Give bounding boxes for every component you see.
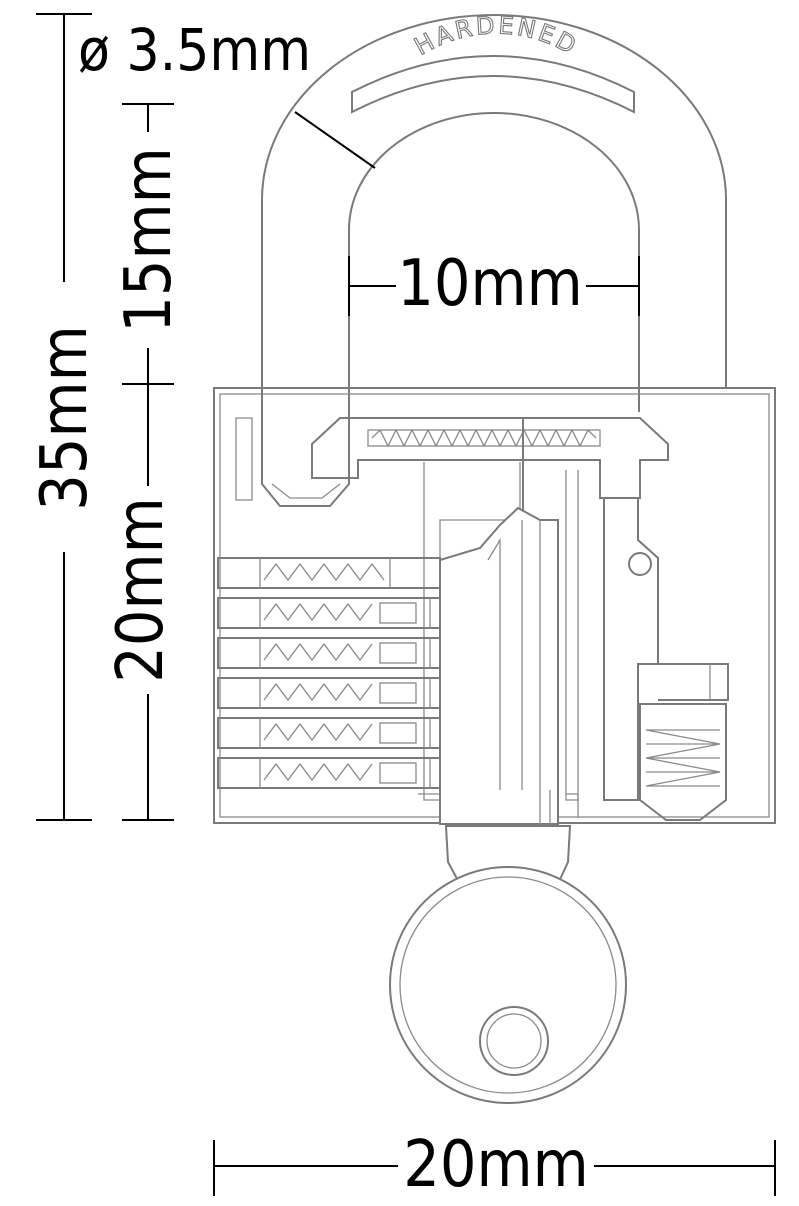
body-height-label: 20mm xyxy=(104,497,178,682)
right-pin-spring xyxy=(645,729,721,787)
shackle-outer-outline xyxy=(261,14,727,388)
key-bow-inner xyxy=(399,876,617,1094)
bolt-spring xyxy=(371,428,597,448)
body-width-label: 20mm xyxy=(403,1128,588,1202)
cam-lever xyxy=(603,497,659,801)
cam-pivot xyxy=(628,552,652,576)
inner-width-label: 10mm xyxy=(397,247,582,321)
key xyxy=(389,506,627,1104)
key-bow xyxy=(389,866,627,1104)
shackle-diameter-label: ø 3.5mm xyxy=(78,16,311,84)
total-height-label: 35mm xyxy=(28,325,102,510)
shackle-heel-notch xyxy=(271,483,341,499)
key-hole-inner xyxy=(486,1013,542,1069)
hardened-band xyxy=(351,55,635,114)
right-shackle-channel xyxy=(658,663,729,701)
shackle: HARDENED xyxy=(261,11,727,412)
bolt-housing xyxy=(311,417,669,499)
right-pin-housing xyxy=(639,703,727,821)
dimension-labels: ø 3.5mm 15mm 35mm 20mm 10mm 20mm xyxy=(28,16,589,1202)
cylinder-housing-right xyxy=(565,470,579,801)
hardened-engraving: HARDENED xyxy=(410,11,583,61)
shackle-inner-outline xyxy=(348,112,640,412)
pin-stack-1 xyxy=(217,557,441,589)
shackle-heel xyxy=(261,388,350,507)
key-hole xyxy=(479,1006,549,1076)
dimension-lines xyxy=(36,13,776,1196)
pin-stack-6 xyxy=(217,757,472,789)
diameter-leader xyxy=(294,111,376,169)
key-blade xyxy=(439,506,559,825)
body-left-inner-wall xyxy=(235,417,253,501)
shackle-clearance-label: 15mm xyxy=(112,147,186,332)
